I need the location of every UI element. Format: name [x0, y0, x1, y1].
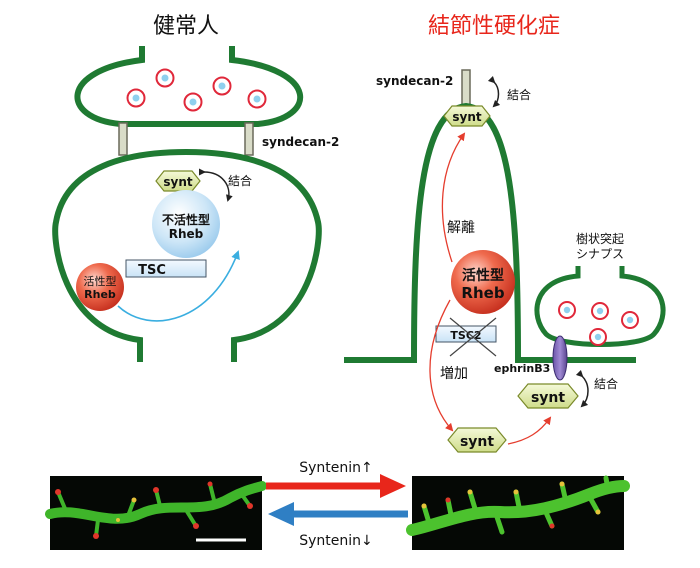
right-title: 結節性硬化症 [428, 14, 560, 39]
right-spine-label-2: シナプス [576, 247, 624, 261]
bidirectional-arrow-icon [198, 168, 233, 202]
right-recruit-arrow [507, 416, 552, 445]
vesicle-icon [183, 92, 203, 112]
syntenin-down-arrow [268, 502, 408, 526]
left-inactive-label-1: 不活性型 [162, 212, 210, 227]
vesicle-icon [126, 88, 146, 108]
bidirectional-arrow-icon [487, 75, 501, 108]
syntenin-up-label: Syntenin↑ [299, 460, 373, 476]
rheb-sphere-icon [451, 250, 515, 314]
right-spine-label-1: 樹状突起 [576, 231, 624, 246]
vesicle-icon [591, 302, 609, 320]
rheb-sphere-icon [76, 263, 124, 311]
micrograph-tsc [406, 475, 630, 550]
left-inactivation-arrow [117, 250, 240, 322]
vesicle-icon [589, 328, 607, 346]
ephrin-receptor-icon [552, 335, 568, 381]
left-active-label-1: 活性型 [84, 274, 117, 288]
left-syndecan-label: syndecan-2 [262, 135, 339, 149]
synt-hexagon-icon [443, 105, 491, 127]
left-syndecan-rod [244, 122, 254, 156]
right-increase-arrow [429, 299, 454, 432]
right-vesicles [558, 301, 639, 346]
right-synt-mid-label: synt [460, 434, 494, 450]
vesicle-icon [621, 311, 639, 329]
left-tsc-box [125, 259, 207, 278]
synt-hexagon-icon [447, 427, 507, 453]
left-syndecan-rod [118, 122, 128, 156]
right-synt-top-label: synt [452, 110, 482, 124]
left-tsc-label: TSC [138, 263, 166, 278]
right-dissociate-label: 解離 [447, 219, 475, 236]
rheb-sphere-icon [152, 190, 220, 258]
syntenin-up-arrow [266, 474, 406, 498]
right-dissociate-arrow [441, 132, 466, 263]
right-tsc2-label: TSC2 [450, 329, 481, 342]
left-vesicles [126, 68, 267, 112]
syntenin-down-label: Syntenin↓ [299, 533, 373, 549]
vesicle-icon [558, 301, 576, 319]
right-ephrin-label: ephrinB3 [494, 362, 550, 375]
vesicle-icon [155, 68, 175, 88]
left-inactive-label-2: Rheb [169, 227, 204, 241]
bidirectional-arrow-icon [575, 369, 589, 408]
left-presynaptic-membrane [74, 46, 304, 127]
left-synt-label: synt [163, 175, 193, 189]
vesicle-icon [212, 76, 232, 96]
right-active-label-2: Rheb [461, 284, 504, 302]
right-increase-label: 増加 [440, 366, 468, 382]
micrograph-normal [45, 476, 267, 550]
cross-icon [449, 317, 497, 357]
right-bind-right-label: 結合 [594, 376, 618, 391]
left-bind-label: 結合 [228, 173, 252, 188]
right-synt-right-label: synt [531, 390, 565, 406]
vesicle-icon [247, 89, 267, 109]
left-title: 健常人 [153, 14, 219, 39]
right-active-label-1: 活性型 [462, 267, 504, 284]
left-active-label-2: Rheb [84, 288, 116, 301]
right-bind-top-label: 結合 [507, 87, 531, 102]
right-syndecan-label: syndecan-2 [376, 74, 453, 88]
left-postsynaptic-membrane [52, 148, 322, 362]
